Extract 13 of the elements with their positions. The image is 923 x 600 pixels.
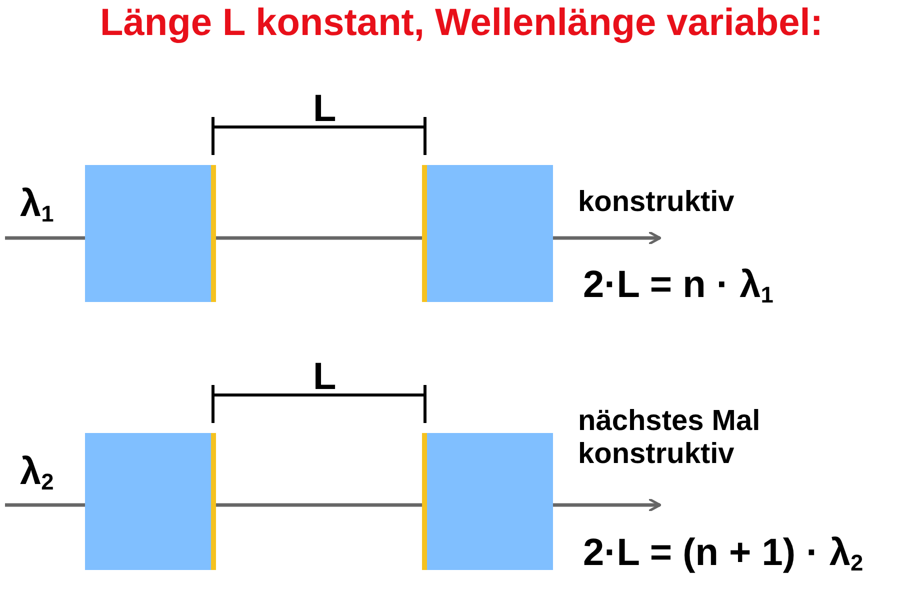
wavelength-label: λ$_{2}$ [20,451,54,495]
mirror-block [85,165,216,302]
resonance-formula: 2·L = (n + 1) · λ$_{2}$ [583,532,864,576]
resonance-formula: 2·L = n · λ$_{1}$ [583,264,774,308]
title: Länge L konstant, Wellenlänge variabel: [99,2,824,45]
wavelength-label: λ$_{1}$ [20,183,54,227]
interference-note: konstruktiv [578,186,734,220]
mirror-block [422,165,553,302]
length-label: L [313,356,336,400]
length-label: L [313,88,336,132]
interference-note: nächstes Mal konstruktiv [578,405,762,472]
mirror-block [85,433,216,570]
mirror-block [422,433,553,570]
